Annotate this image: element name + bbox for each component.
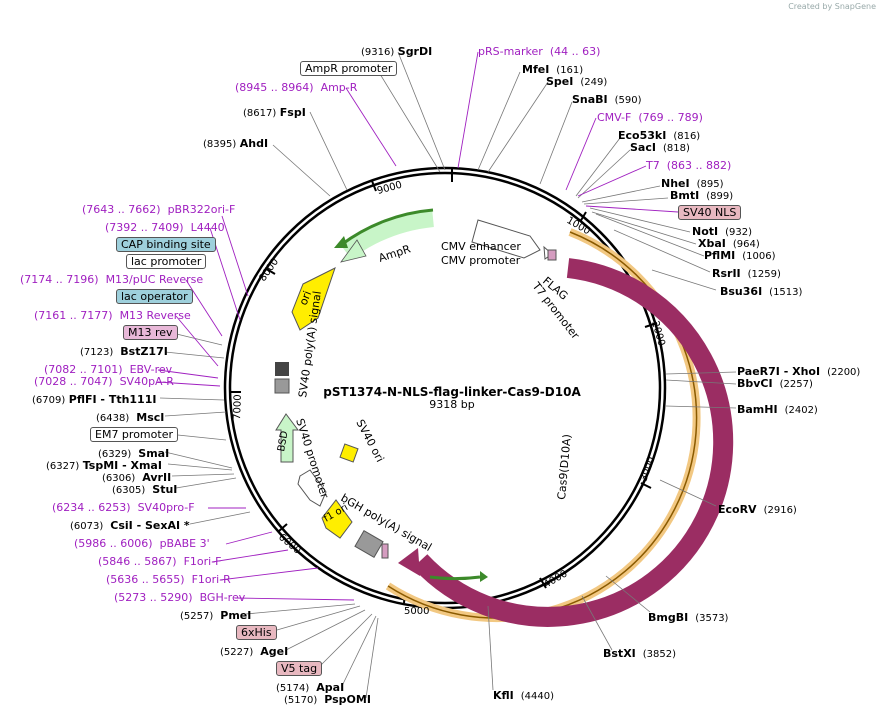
snapgene-credit: Created by SnapGene [788, 2, 876, 11]
label-bbvci: BbvCI (2257) [737, 377, 813, 390]
label-l4440: (7392 .. 7409) L4440 [105, 221, 225, 234]
label-ecorv: EcoRV (2916) [718, 503, 797, 516]
label-rsrii: RsrII (1259) [712, 267, 781, 280]
label-eco53ki: Eco53kI (816) [618, 129, 701, 142]
cmv-promoter-label: CMV promoter [441, 254, 521, 267]
label-pmei: (5257) PmeI [180, 609, 252, 622]
backbone-inner [228, 171, 662, 605]
label-pflmi: PflMI (1006) [704, 249, 776, 262]
ori-label: ori [297, 289, 314, 307]
label-bstxi: BstXI (3852) [603, 647, 677, 660]
sv40-ori-label: SV40 ori [353, 417, 386, 464]
label-apai: (5174) ApaI [276, 681, 345, 694]
label-bsu36i: Bsu36I (1513) [720, 285, 803, 298]
label-sv40pa-r: (7028 .. 7047) SV40pA-R [34, 375, 174, 388]
tick-marks [229, 168, 658, 604]
feature-sv40-nls: SV40 NLS [678, 205, 742, 220]
label-mfei: MfeI (161) [522, 63, 584, 76]
ampr-label: AmpR [377, 242, 413, 265]
label-m13-puc-reverse: (7174 .. 7196) M13/pUC Reverse [20, 273, 204, 286]
label-amp-r: (8945 .. 8964) Amp-R [235, 81, 358, 94]
feature-lac-operator: lac operator [116, 289, 193, 304]
label-ahdi: (8395) AhdI [203, 137, 269, 150]
feature-em7-promoter: EM7 promoter [90, 427, 178, 442]
feature-v5-tag: V5 tag [276, 661, 323, 676]
label-spei: SpeI (249) [546, 75, 608, 88]
tick-5000: 5000 [404, 606, 429, 617]
label-stui: (6305) StuI [112, 483, 178, 496]
label-ebv-rev: (7082 .. 7101) EBV-rev [44, 363, 173, 376]
label-fspi: (8617) FspI [243, 106, 306, 119]
label-pspomi: (5170) PspOMI [284, 693, 371, 706]
label-t7: T7 (863 .. 882) [646, 159, 732, 172]
feature-ampr-promoter: AmpR promoter [300, 61, 398, 76]
label-nhei: NheI (895) [661, 177, 724, 190]
label-pbabe3: (5986 .. 6006) pBABE 3' [74, 537, 210, 550]
tick-8000: 8000 [257, 257, 281, 284]
label-sgrdi: (9316) SgrDI [361, 45, 433, 58]
plasmid-length: 9318 bp [429, 398, 474, 411]
label-kfli: KflI (4440) [493, 689, 555, 702]
label-sv40pro-f: (6234 .. 6253) SV40pro-F [52, 501, 195, 514]
label-smai: (6329) SmaI [98, 447, 170, 460]
feature-6xhis: 6xHis [236, 625, 277, 640]
label-noti: NotI (932) [692, 225, 753, 238]
feature-cap-binding-site: CAP binding site [116, 237, 216, 252]
label-m13-reverse: (7161 .. 7177) M13 Reverse [34, 309, 191, 322]
label-pbr322ori-f: (7643 .. 7662) pBR322ori-F [82, 203, 236, 216]
label-f1ori-r: (5636 .. 5655) F1ori-R [106, 573, 231, 586]
feature-lac-promoter: lac promoter [126, 254, 207, 269]
tick-3000: 3000 [638, 455, 657, 483]
feature-m13-rev: M13 rev [123, 325, 178, 340]
label-saci: SacI (818) [630, 141, 690, 154]
bsd-label: BSD [276, 430, 290, 453]
cas9-label: Cas9(D10A) [555, 434, 574, 501]
label-csii-sexai: (6073) CsiI - SexAI * [70, 519, 190, 532]
label-prs-marker: pRS-marker (44 .. 63) [478, 45, 601, 58]
label-agei: (5227) AgeI [220, 645, 289, 658]
label-xbai: XbaI (964) [698, 237, 760, 250]
tick-7000: 7000 [232, 394, 244, 420]
label-bmgbi: BmgBI (3573) [648, 611, 729, 624]
label-msci: (6438) MscI [96, 411, 165, 424]
label-cmv-f: CMV-F (769 .. 789) [597, 111, 703, 124]
label-avrii: (6306) AvrII [102, 471, 172, 484]
label-bgh-rev: (5273 .. 5290) BGH-rev [114, 591, 246, 604]
label-snabi: SnaBI (590) [572, 93, 642, 106]
label-pflfi-tth111i: (6709) PflFI - Tth111I [32, 393, 157, 406]
label-f1ori-f: (5846 .. 5867) F1ori-F [98, 555, 222, 568]
plasmid-name: pST1374-N-NLS-flag-linker-Cas9-D10A [323, 385, 581, 399]
label-bamhi: BamHI (2402) [737, 403, 818, 416]
label-paer7i-xhoi: PaeR7I - XhoI (2200) [737, 365, 861, 378]
label-bmti: BmtI (899) [670, 189, 734, 202]
label-bstz17i: (7123) BstZ17I [80, 345, 168, 358]
cmv-enhancer-label: CMV enhancer [441, 240, 521, 253]
label-tspmi-xmai: (6327) TspMI - XmaI [46, 459, 162, 472]
cas9-arc [412, 258, 734, 627]
